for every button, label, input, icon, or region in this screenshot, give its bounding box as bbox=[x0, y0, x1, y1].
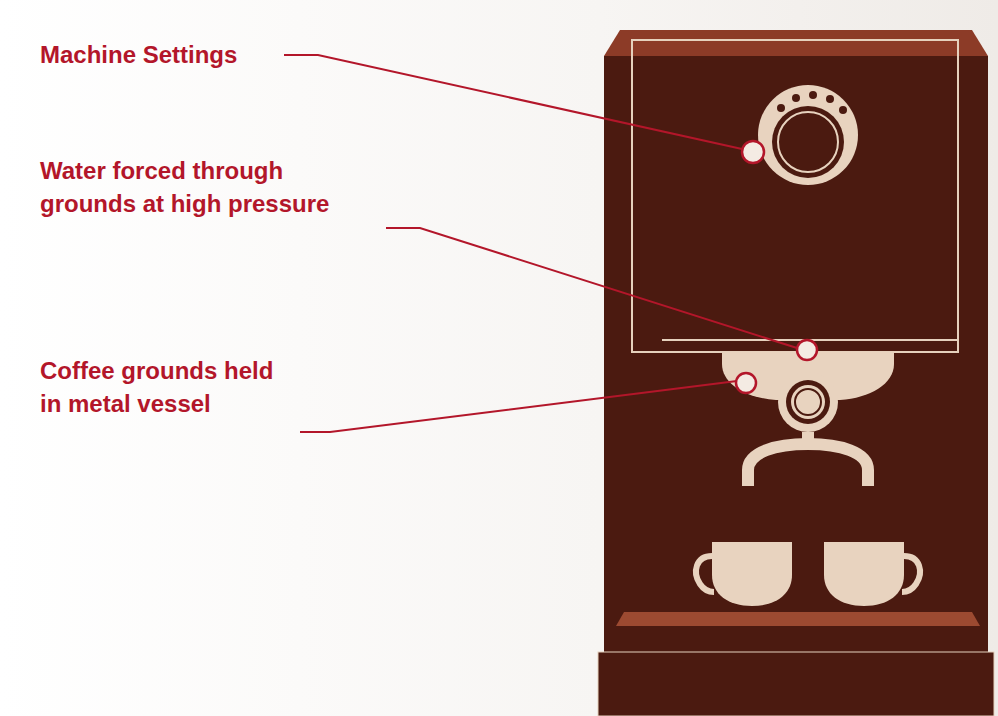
machine-base bbox=[598, 652, 994, 716]
cup bbox=[824, 542, 920, 606]
leader-dots bbox=[736, 141, 817, 393]
dial-ring bbox=[778, 112, 838, 172]
portafilter-knob bbox=[778, 372, 838, 432]
dial-dots bbox=[777, 91, 847, 114]
knob-inner bbox=[795, 389, 821, 415]
knob-ring bbox=[786, 380, 830, 424]
dial-centre bbox=[772, 106, 844, 178]
settings-dial bbox=[758, 85, 858, 185]
callout-label: Water forced through grounds at high pre… bbox=[40, 154, 340, 220]
machine-body bbox=[604, 56, 988, 656]
drip-tray bbox=[616, 612, 980, 626]
knob-centre bbox=[791, 385, 825, 419]
leader-lines bbox=[284, 55, 797, 432]
spout bbox=[748, 432, 868, 486]
callout-label: Coffee grounds held in metal vessel bbox=[40, 354, 285, 420]
front-panel bbox=[632, 40, 958, 352]
cup bbox=[696, 542, 792, 606]
callout-label: Machine Settings bbox=[40, 38, 300, 71]
machine-top bbox=[604, 30, 988, 56]
